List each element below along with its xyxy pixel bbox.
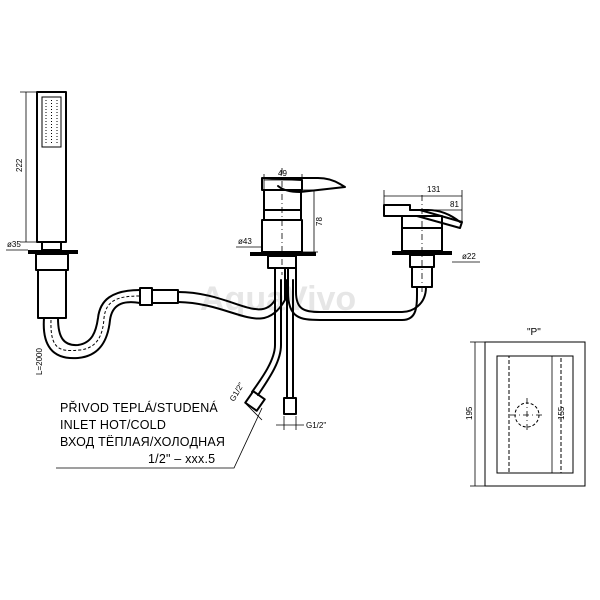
shower-holder-base (28, 250, 78, 254)
inlet-nut-right (283, 397, 297, 415)
detail-p-slot (508, 355, 562, 474)
mixer: 49 78 ø43 (236, 168, 346, 275)
dim-shower-diameter: ø35 (7, 240, 21, 249)
inlet-note-line-3: ВХОД ТЁПЛАЯ/ХОЛОДНАЯ (60, 435, 225, 449)
hose-connector (139, 287, 153, 306)
detail-p: "P" 195 155 (465, 327, 586, 487)
inlet-note-leader (56, 407, 263, 469)
dim-detail-inner-height: 155 (557, 406, 566, 420)
mixer-plate (250, 252, 316, 256)
dim-thread-left: G1/2" (228, 381, 246, 403)
inlet-note-line-2: INLET HOT/COLD (60, 418, 166, 432)
dim-detail-outer-height: 195 (465, 406, 474, 420)
inlet-note: PŘIVOD TEPLÁ/STUDENÁ INLET HOT/COLD ВХОД… (56, 400, 263, 469)
dim-mixer-diameter: ø43 (238, 237, 252, 246)
mixer-body (263, 189, 302, 221)
dim-mixer-height: 78 (315, 217, 324, 226)
shower-holder-nut (35, 253, 69, 271)
inlet-note-line-1: PŘIVOD TEPLÁ/STUDENÁ (60, 400, 218, 415)
hand-shower: 222 ø35 L=2000 (6, 91, 78, 375)
detail-p-outer (484, 341, 586, 487)
shower-nozzle-grid (45, 100, 58, 144)
dim-lever-width: 49 (278, 169, 287, 178)
shower-holder-body (37, 269, 67, 319)
dim-spout-projection: 81 (450, 200, 459, 209)
hose-nut (151, 289, 179, 304)
dim-spout-length: 131 (427, 185, 441, 194)
dim-hose-length: L=2000 (35, 348, 44, 375)
inlet-note-line-4: 1/2" – xxx.5 (148, 452, 215, 466)
shower-neck (41, 241, 62, 251)
shower-handle (36, 91, 67, 243)
dim-thread-right: G1/2" (306, 421, 326, 430)
shower-spray-face (41, 96, 62, 148)
inlet-nut-left (244, 390, 266, 412)
connection-pipe (287, 267, 427, 321)
spout: 131 81 ø22 (383, 185, 480, 292)
mixer-lever (264, 177, 346, 193)
dim-shower-height: 222 (15, 158, 24, 172)
dim-spout-diameter: ø22 (462, 252, 476, 261)
detail-p-label: "P" (527, 327, 541, 338)
